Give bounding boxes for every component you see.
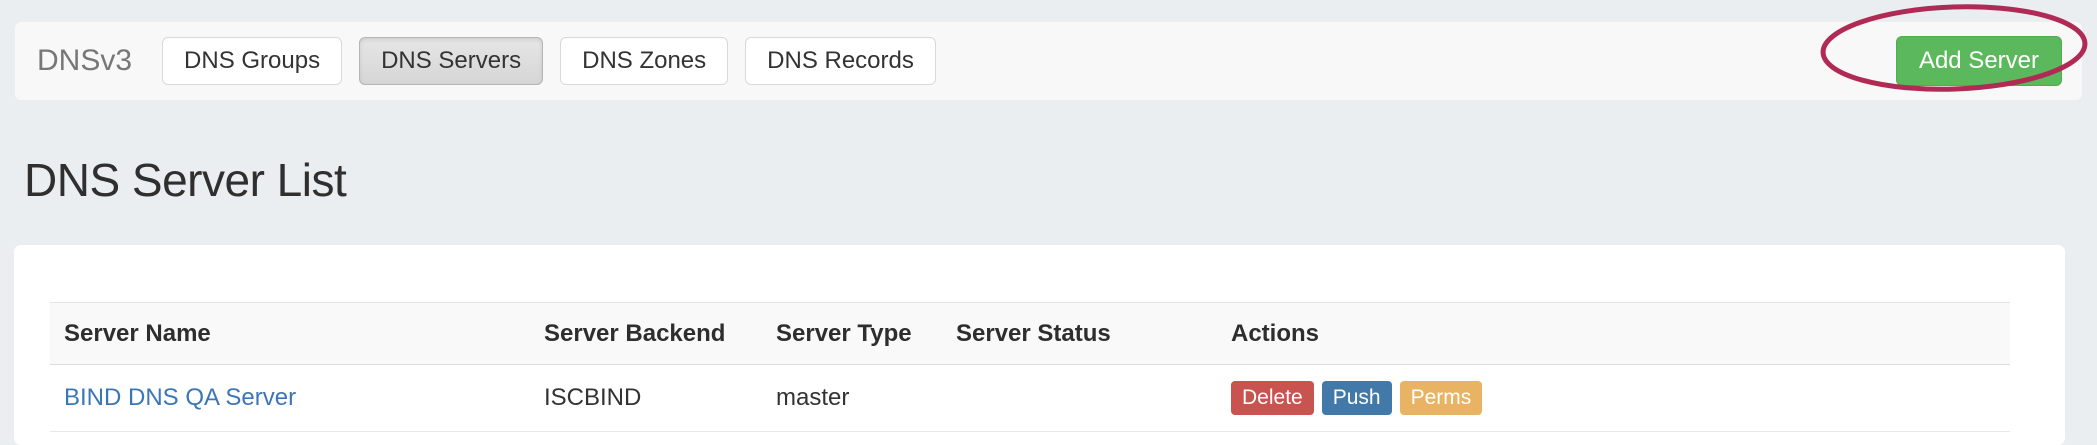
column-header-actions: Actions [1217,302,2010,365]
nav-tab-dns-zones[interactable]: DNS Zones [560,37,729,85]
push-button[interactable]: Push [1321,381,1392,415]
brand-logo[interactable]: DNSv3 [37,44,133,77]
nav-tab-group: DNS Groups DNS Servers DNS Zones DNS Rec… [162,37,936,85]
top-navbar: DNSv3 DNS Groups DNS Servers DNS Zones D… [15,22,2082,100]
table-row: BIND DNS QA Server ISCBIND master Delete… [50,364,2010,432]
nav-tab-dns-servers[interactable]: DNS Servers [359,37,544,85]
column-header-server-name[interactable]: Server Name [50,302,530,365]
cell-server-type: master [762,364,942,432]
action-button-group: Delete Push Perms [1231,381,2010,415]
table-head: Server Name Server Backend Server Type S… [50,302,2010,365]
delete-button[interactable]: Delete [1231,381,1314,415]
perms-button[interactable]: Perms [1399,381,1483,415]
cell-server-status [942,364,1217,432]
cell-actions: Delete Push Perms [1217,364,2010,432]
page-title: DNS Server List [24,153,347,206]
add-server-button[interactable]: Add Server [1895,36,2062,86]
table-body: BIND DNS QA Server ISCBIND master Delete… [50,364,2010,432]
column-header-server-type[interactable]: Server Type [762,302,942,365]
cell-server-name: BIND DNS QA Server [50,364,530,432]
navbar-inner: DNSv3 DNS Groups DNS Servers DNS Zones D… [15,22,2082,100]
dns-server-table: Server Name Server Backend Server Type S… [50,302,2010,432]
table-header-row: Server Name Server Backend Server Type S… [50,302,2010,365]
nav-tab-dns-groups[interactable]: DNS Groups [162,37,343,85]
column-header-server-status[interactable]: Server Status [942,302,1217,365]
server-name-link[interactable]: BIND DNS QA Server [64,384,297,411]
cell-server-backend: ISCBIND [530,364,762,432]
nav-tab-dns-records[interactable]: DNS Records [745,37,936,85]
column-header-server-backend[interactable]: Server Backend [530,302,762,365]
server-list-panel: Server Name Server Backend Server Type S… [14,245,2065,445]
